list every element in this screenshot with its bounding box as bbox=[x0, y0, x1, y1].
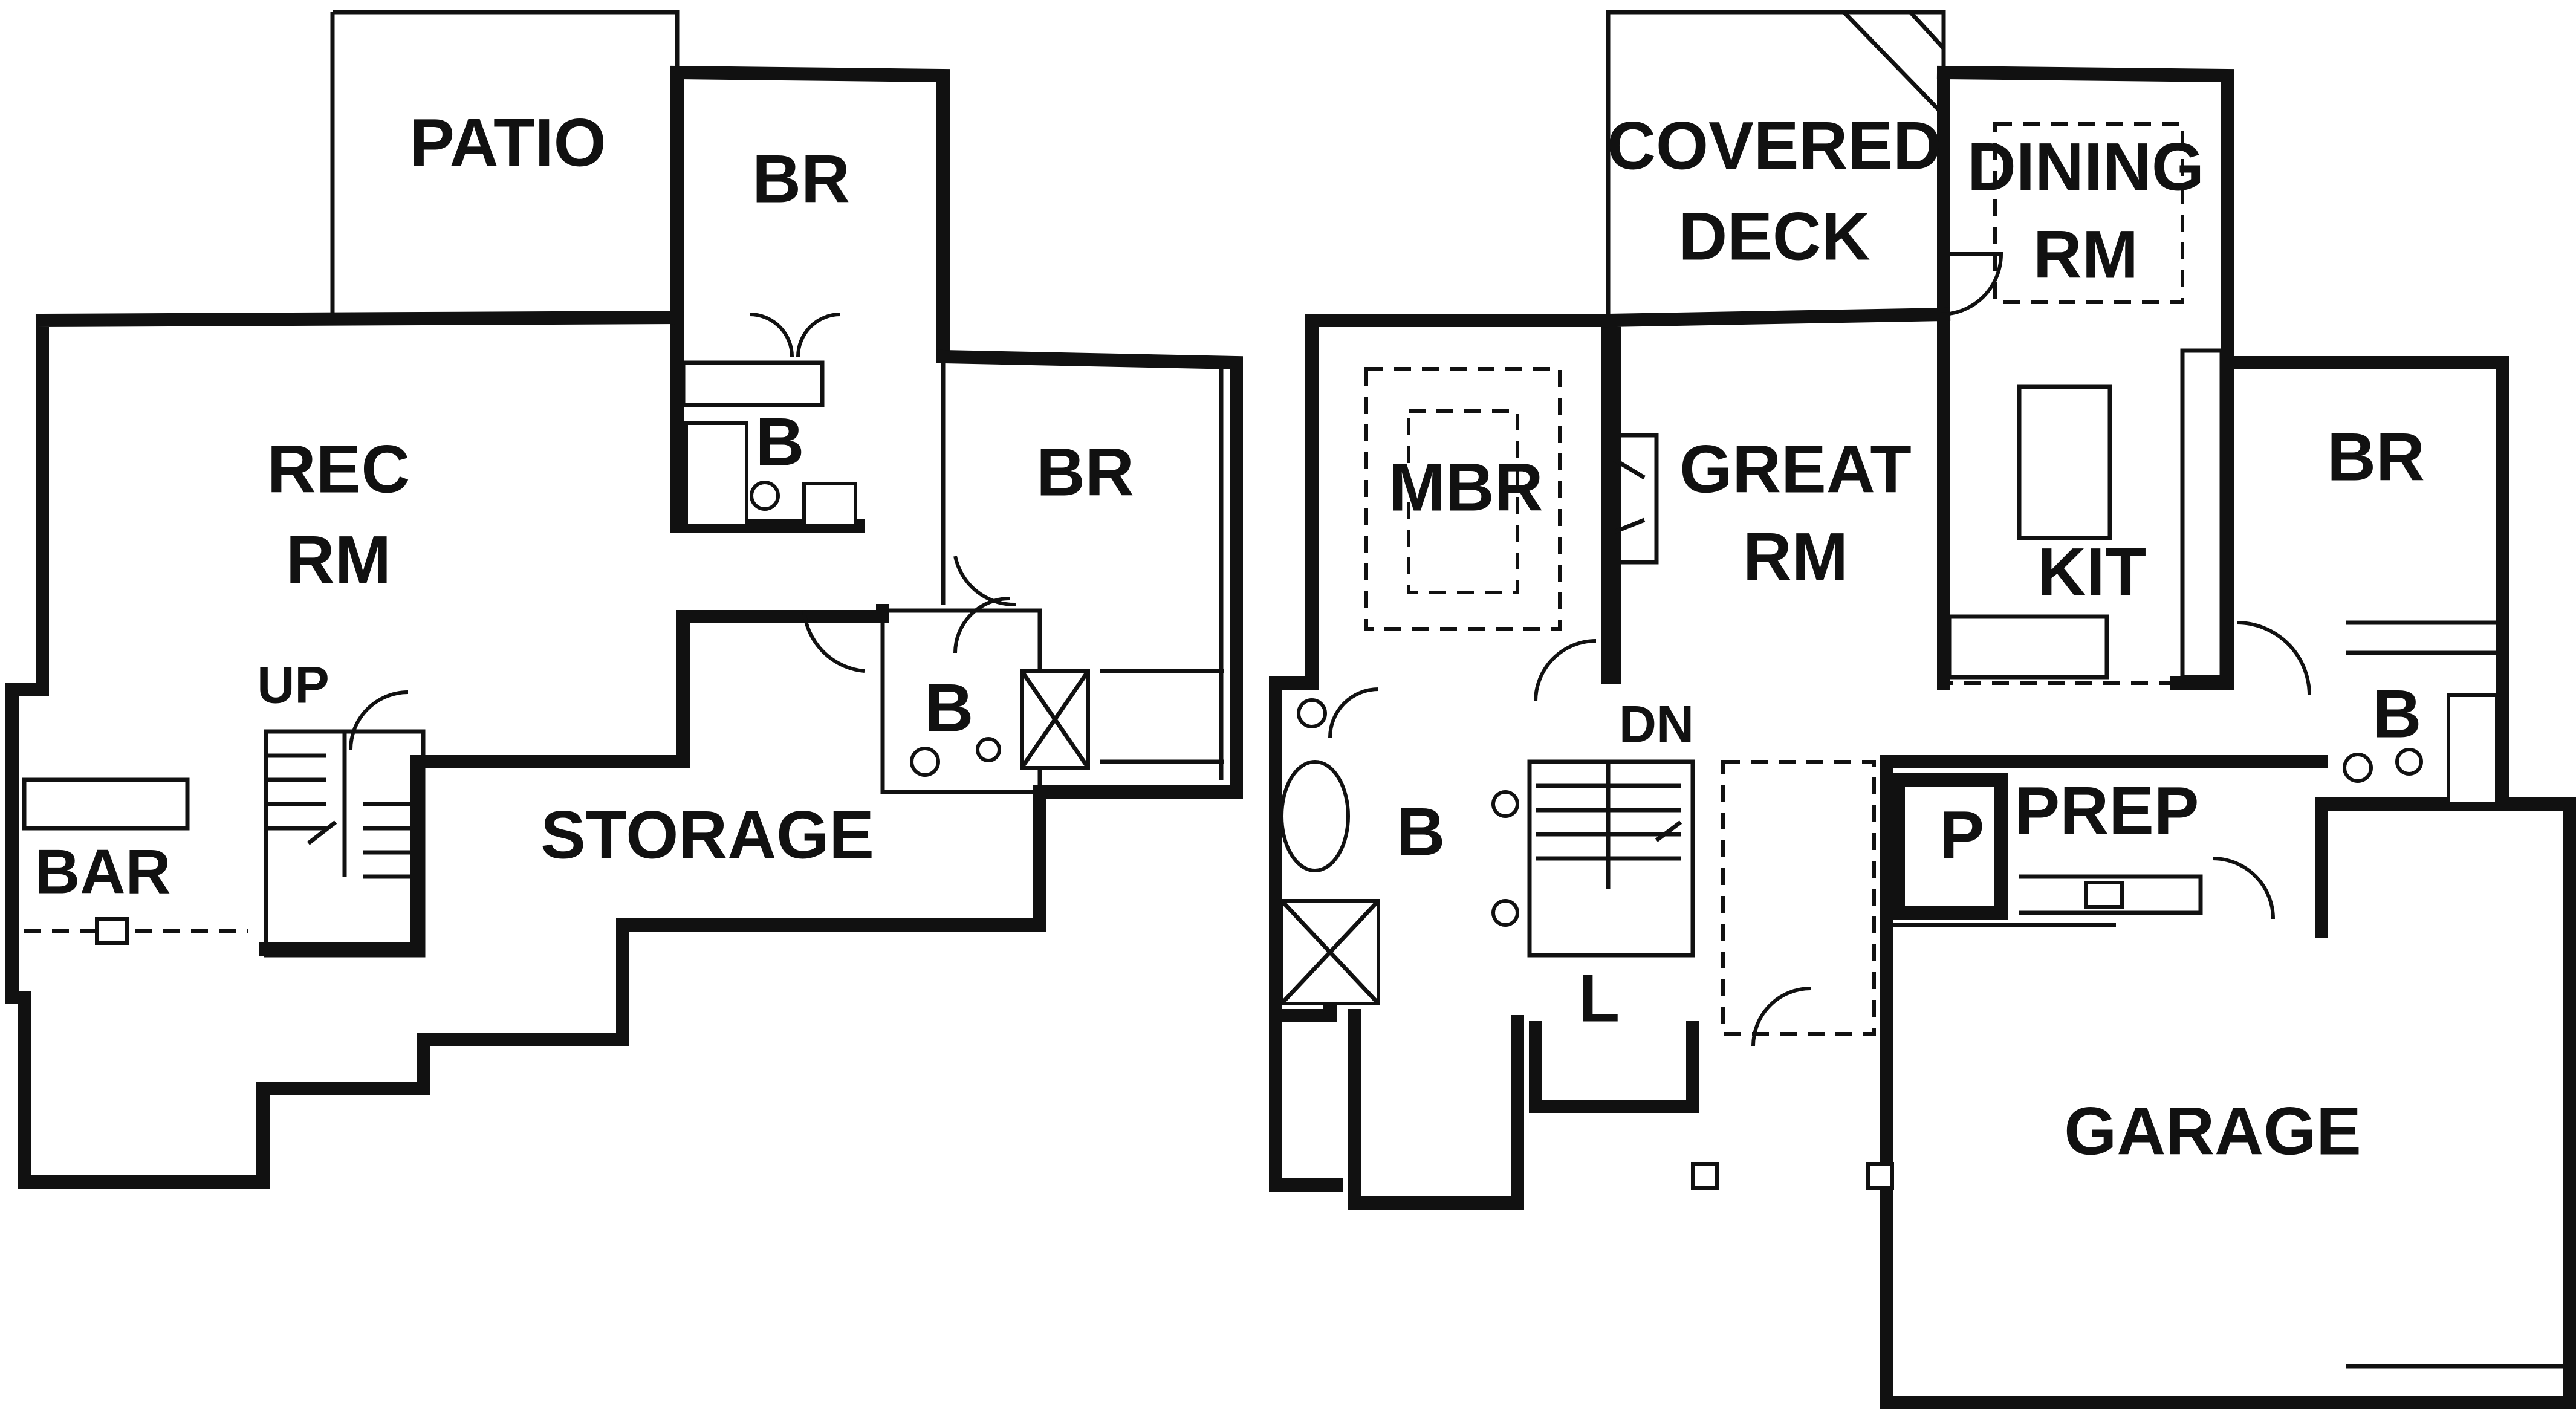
master-sink-2 bbox=[1491, 899, 1519, 927]
fireplace bbox=[1613, 433, 1659, 565]
door-main-3 bbox=[1534, 639, 1597, 702]
tub-main bbox=[2447, 693, 2499, 806]
dining-kitchen-walls bbox=[1936, 65, 2234, 690]
bath-top-label: B bbox=[756, 404, 805, 480]
master-toilet bbox=[1297, 698, 1327, 728]
laundry-label: L bbox=[1578, 961, 1620, 1036]
bedroom-closet bbox=[2346, 620, 2503, 655]
hall-dash bbox=[1721, 314, 2176, 1036]
garage-walls bbox=[1880, 755, 2576, 1409]
covered-deck-label-2: DECK bbox=[1678, 199, 1870, 274]
pantry-walls bbox=[1892, 773, 2008, 920]
master-shower-x bbox=[1280, 899, 1380, 1005]
dining-ceiling-dash bbox=[1993, 122, 2184, 304]
door-main-1 bbox=[1751, 987, 1811, 1046]
storage-upper-wall bbox=[259, 604, 889, 956]
stairs-up bbox=[264, 729, 426, 958]
covered-deck-label-1: COVERED bbox=[1607, 108, 1942, 184]
door-main-2 bbox=[2236, 621, 2311, 696]
bedroom-main-label: BR bbox=[2327, 420, 2425, 495]
dining-label-2: RM bbox=[2033, 217, 2138, 293]
bar-sink bbox=[95, 917, 129, 945]
bath-right-label: B bbox=[925, 670, 974, 746]
kitchen-counter-right bbox=[2180, 348, 2224, 680]
kitchen-counter-bottom bbox=[1947, 614, 2109, 680]
master-sink-1 bbox=[1491, 790, 1519, 818]
door-swing-2 bbox=[802, 610, 865, 673]
bedroom-top-label: BR bbox=[752, 141, 850, 217]
pantry-label: P bbox=[1939, 797, 1985, 873]
bath-main-label: B bbox=[2373, 676, 2422, 752]
prep-sink bbox=[2084, 881, 2124, 909]
tub-top bbox=[684, 421, 748, 528]
door-swing-1 bbox=[953, 597, 1010, 654]
toilet-top bbox=[750, 481, 780, 511]
master-bedroom-label: MBR bbox=[1389, 450, 1543, 525]
garage-door-line bbox=[1886, 923, 2569, 1369]
main-level-plan: COVERED DECK DINING RM MBR GREAT RM KIT … bbox=[1269, 10, 2576, 1409]
great-room-label-2: RM bbox=[1743, 519, 1848, 595]
sink-right bbox=[976, 737, 1001, 762]
post-2 bbox=[1866, 1162, 1894, 1190]
prep-label: PREP bbox=[2015, 773, 2199, 849]
closet-top bbox=[681, 360, 825, 407]
patio-outline bbox=[330, 10, 680, 314]
storage-label: STORAGE bbox=[540, 797, 874, 873]
bedroom-right-inner bbox=[1100, 363, 1224, 780]
door-swing-3 bbox=[349, 690, 409, 750]
toilet-right bbox=[910, 747, 940, 777]
door-main-6 bbox=[1328, 687, 1379, 738]
bedroom-right-label: BR bbox=[1036, 435, 1134, 510]
dining-label-1: DINING bbox=[1967, 129, 2204, 205]
laundry-walls bbox=[1348, 1009, 1699, 1210]
mbr-ceiling-dash bbox=[1364, 367, 1562, 631]
sink-main bbox=[2395, 748, 2423, 776]
shower-x bbox=[1020, 670, 1090, 769]
door-main-4 bbox=[2212, 857, 2275, 920]
stairs-down-label: DN bbox=[1619, 696, 1694, 754]
kitchen-island bbox=[2017, 384, 2112, 540]
master-bath-label: B bbox=[1397, 794, 1445, 870]
lower-outer-wall bbox=[5, 310, 1243, 1189]
door-swing-4 bbox=[749, 313, 841, 357]
great-room-label-1: GREAT bbox=[1679, 432, 1912, 507]
kitchen-label: KIT bbox=[2037, 534, 2146, 610]
door-swing-5 bbox=[953, 556, 1016, 607]
master-tub bbox=[1280, 760, 1350, 872]
bedroom-top-walls bbox=[670, 65, 950, 533]
garage-label: GARAGE bbox=[2064, 1094, 2361, 1169]
bar-counter bbox=[22, 777, 190, 831]
rec-room-label-2: RM bbox=[286, 522, 391, 598]
bar-label: BAR bbox=[34, 837, 170, 907]
lower-level-plan: PATIO BR B BR REC RM UP BAR STORAGE B bbox=[5, 10, 1243, 1189]
door-main-5 bbox=[1940, 252, 2003, 316]
sink-top bbox=[802, 482, 857, 528]
toilet-main bbox=[2343, 753, 2373, 783]
stairs-up-label: UP bbox=[257, 657, 329, 715]
stairs-down bbox=[1527, 759, 1695, 958]
rec-room-label-1: REC bbox=[267, 432, 410, 507]
post-1 bbox=[1691, 1162, 1719, 1190]
prep-counter bbox=[2019, 874, 2203, 915]
deck-corner-fireplace bbox=[1842, 10, 1945, 117]
patio-label: PATIO bbox=[409, 105, 606, 181]
